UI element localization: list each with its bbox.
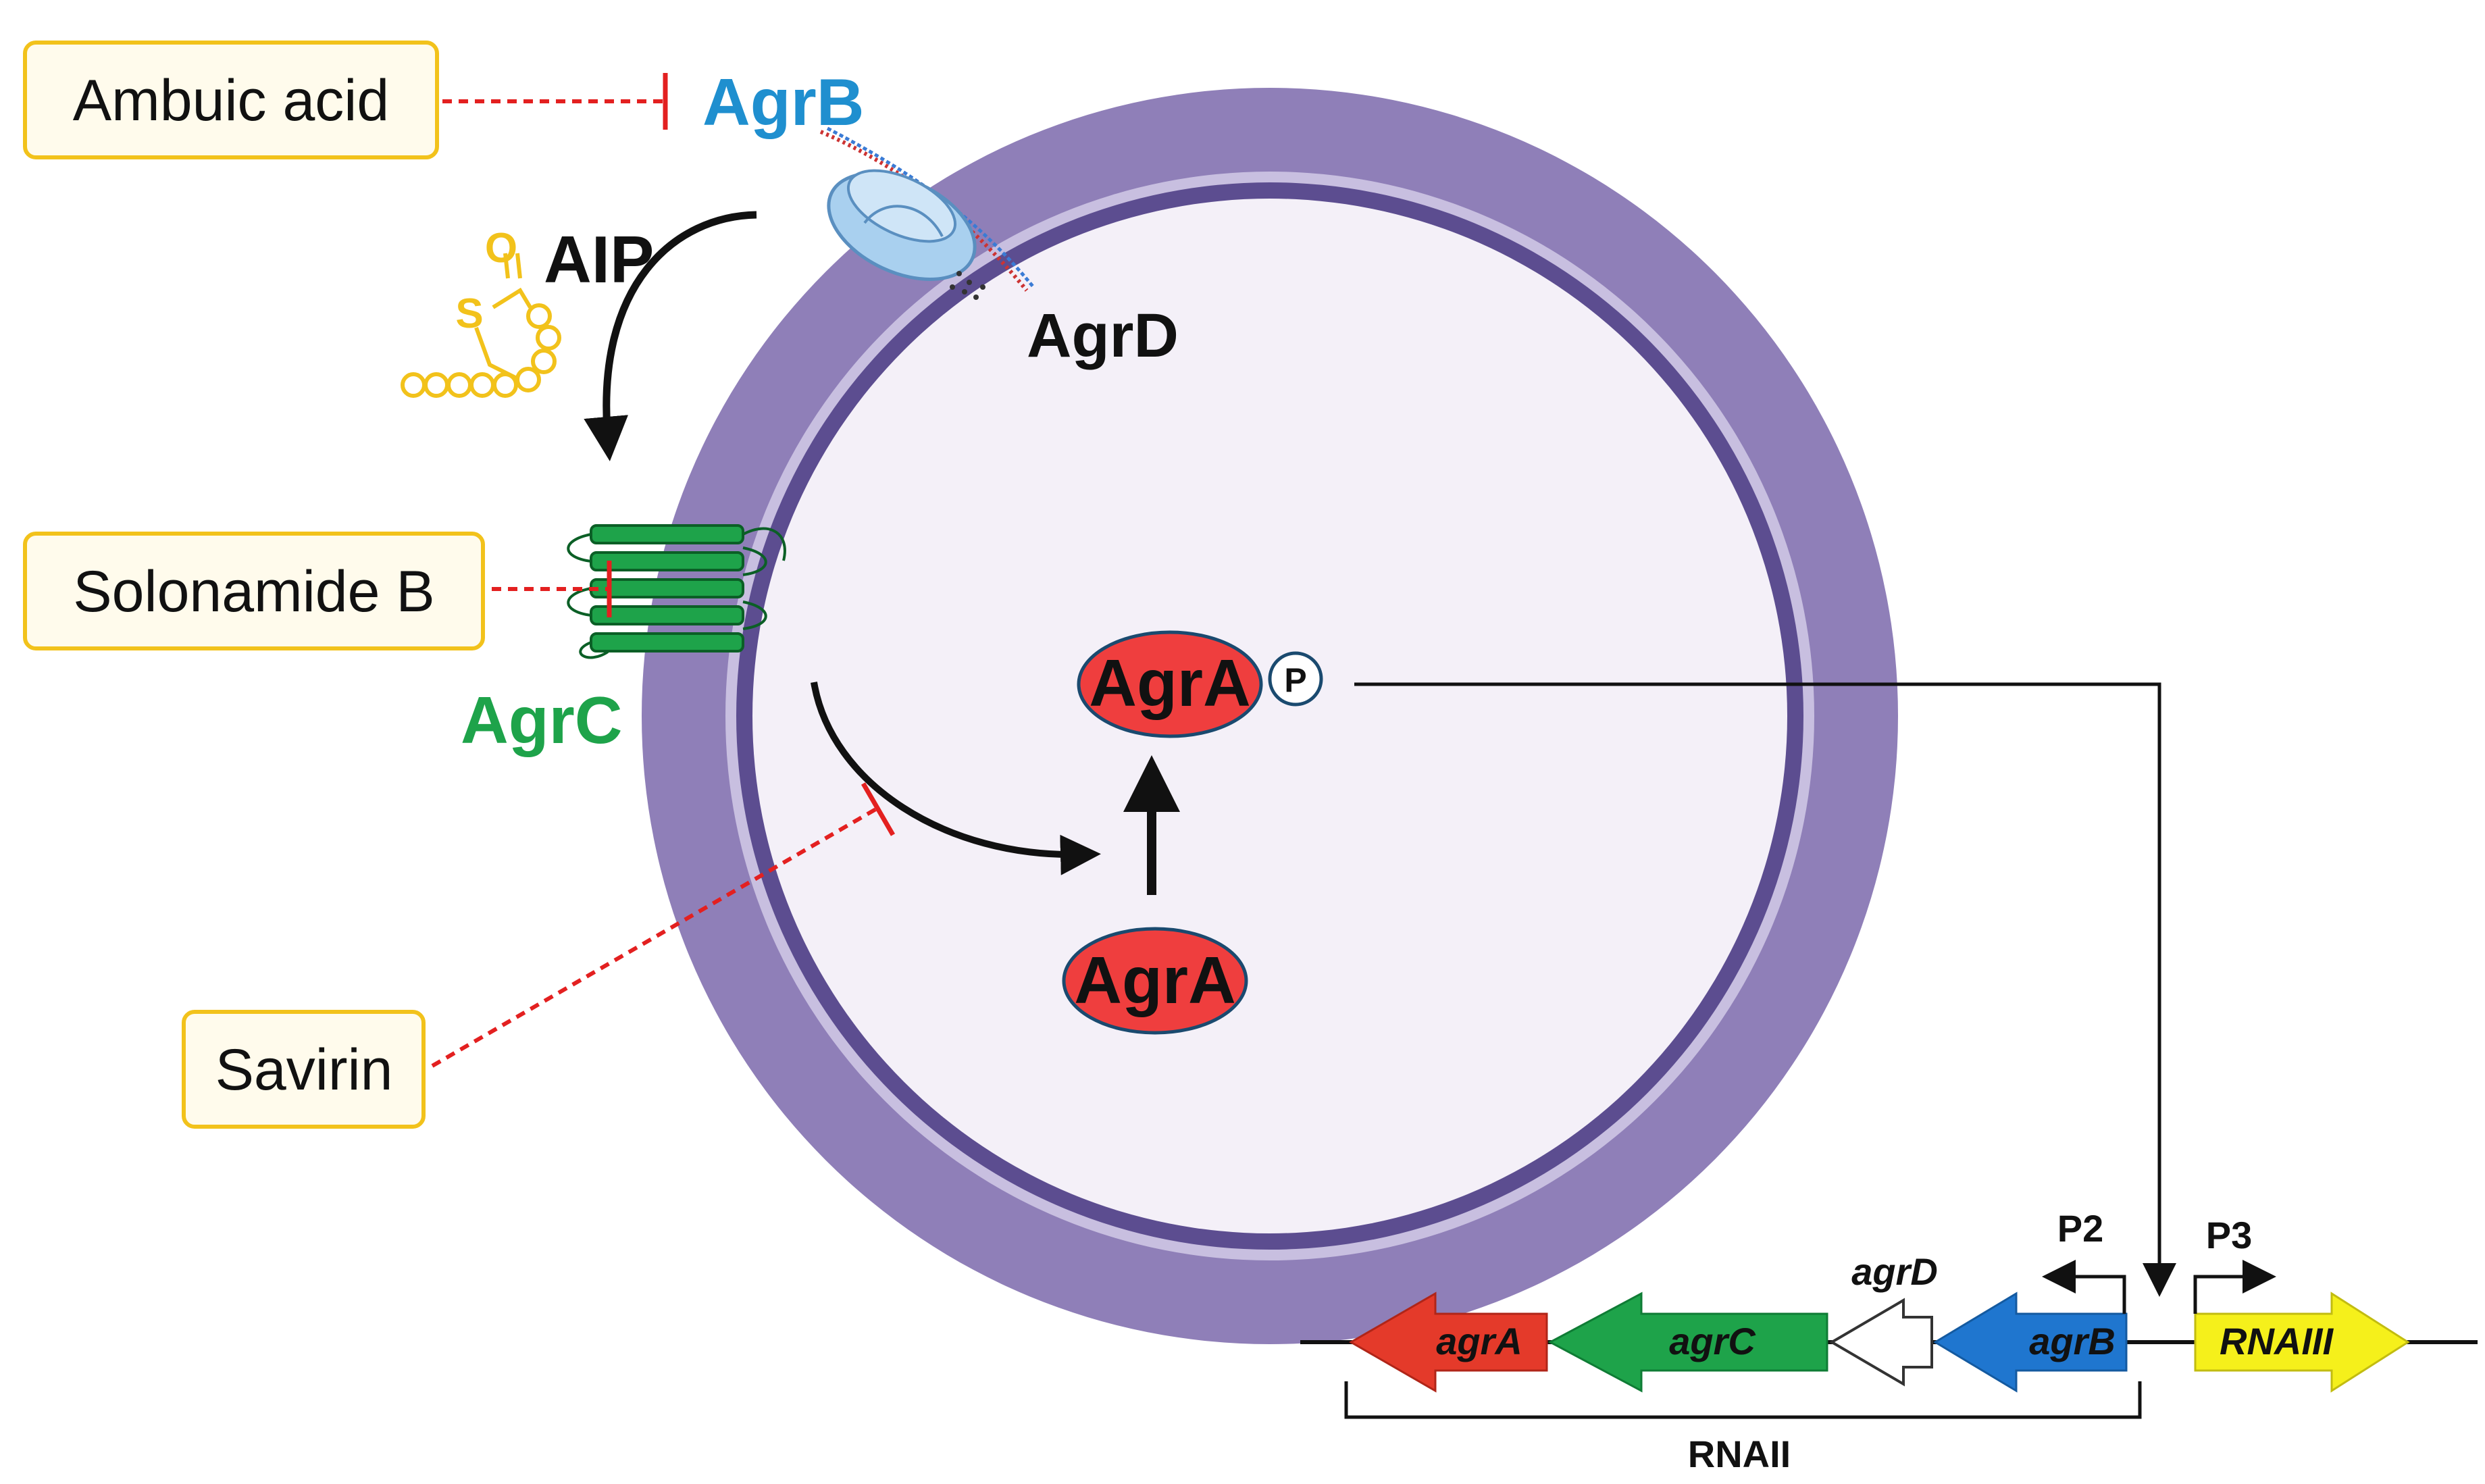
savirin-inhibition-line xyxy=(431,806,879,1068)
agrA-gene-arrow xyxy=(1348,1291,1548,1393)
agrC-gene-label: agrC xyxy=(1669,1320,1756,1362)
agrC-receptor xyxy=(567,524,786,659)
agrD-label: AgrD xyxy=(1027,301,1179,370)
ambuic-acid-label: Ambuic acid xyxy=(73,68,389,133)
bacterial-cell xyxy=(642,88,1898,1344)
phosphate-label: P xyxy=(1284,661,1306,699)
ambuic-acid-box: Ambuic acid xyxy=(23,41,439,159)
rnaiii-gene-label: RNAIII xyxy=(2220,1320,2334,1362)
agrD-gene-arrow xyxy=(1829,1298,1933,1387)
savirin-box: Savirin xyxy=(182,1010,426,1129)
agrB-gene-arrow xyxy=(1933,1291,2128,1393)
rnaii-label: RNAII xyxy=(1688,1433,1791,1475)
agrB-gene-label: agrB xyxy=(2029,1320,2116,1362)
agrA-active-label: AgrA xyxy=(1089,646,1251,720)
p2-promoter-arrow xyxy=(2042,1260,2126,1314)
aip-label: AIP xyxy=(544,222,654,297)
aip-to-agrC-arrow xyxy=(584,211,757,461)
agrC-label: AgrC xyxy=(461,683,623,757)
agrB-label: AgrB xyxy=(702,65,865,139)
agr-operon: agrA agrC agrD agrB RNAIII P2 P3 RNAII xyxy=(1300,1207,2478,1475)
agrD-peptide-dots xyxy=(950,271,985,300)
agrA-to-promoter-line xyxy=(1354,682,2176,1297)
agrA-phosphorylated: AgrA P xyxy=(1077,630,1323,738)
agrC-gene-arrow xyxy=(1547,1291,1828,1393)
aip-oxygen-label: O xyxy=(485,225,517,272)
p3-promoter-arrow xyxy=(2193,1260,2276,1314)
agrA-inactive-label: AgrA xyxy=(1074,943,1236,1017)
phosphate-circle xyxy=(1268,651,1323,707)
rnaiii-gene-arrow xyxy=(2194,1291,2410,1393)
agrA-unphosphorylated: AgrA xyxy=(1062,927,1248,1035)
p3-label: P3 xyxy=(2206,1214,2253,1256)
cytoplasm xyxy=(752,199,1787,1233)
agrC-to-agrA-arrow xyxy=(811,682,1101,875)
solonamide-b-label: Solonamide B xyxy=(73,559,434,624)
aip-molecule xyxy=(401,253,561,398)
agrD-gene-label: agrD xyxy=(1851,1250,1938,1293)
rnaii-bracket xyxy=(1344,1381,2142,1419)
agrA-gene-label: agrA xyxy=(1436,1320,1522,1362)
p2-label: P2 xyxy=(2057,1207,2104,1250)
savirin-label: Savirin xyxy=(215,1038,393,1102)
aip-sulfur-label: S xyxy=(455,290,483,337)
savirin-inhibition-bar xyxy=(861,782,896,836)
agrB-transporter xyxy=(819,126,1035,300)
solonamide-b-box: Solonamide B xyxy=(23,532,485,650)
